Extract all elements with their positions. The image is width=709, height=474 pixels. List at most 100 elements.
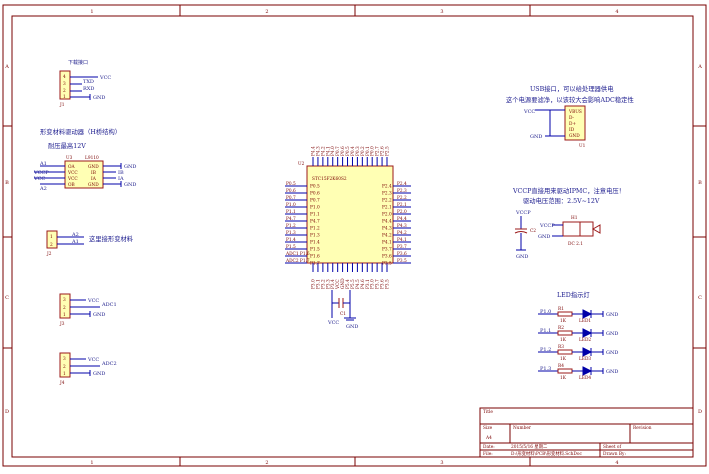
- u2-right-pin: P2.2: [382, 199, 392, 204]
- row-label-b-right: B: [698, 180, 702, 186]
- col-label-4-bottom: 4: [615, 460, 618, 466]
- u2-top-net: P2.5: [386, 146, 391, 156]
- u2-bottom-net: P3.5: [386, 279, 391, 289]
- svg-text:J4: J4: [59, 381, 65, 386]
- svg-text:下载接口: 下载接口: [68, 59, 88, 66]
- led-resistor-value: 1K: [560, 319, 567, 324]
- date-value: 2015/5/16 星期二: [511, 444, 548, 450]
- row-label-a-right: A: [697, 64, 702, 70]
- svg-text:4: 4: [63, 75, 66, 80]
- u2-bottom-net: P3.4: [331, 279, 336, 289]
- svg-text:1: 1: [63, 95, 66, 100]
- svg-text:VCC: VCC: [327, 320, 339, 326]
- col-label-2-bottom: 2: [265, 460, 268, 466]
- svg-text:3: 3: [63, 357, 66, 362]
- row-label-a: A: [4, 64, 9, 70]
- u2-right-pin: P4.3: [382, 227, 392, 232]
- col-label-4: 4: [615, 9, 618, 15]
- u2-right-pin: P4.2: [382, 234, 392, 239]
- led-ref: LED2: [579, 338, 591, 343]
- u2-left-pin: P0.7: [310, 199, 320, 204]
- led-resistor-value: 1K: [560, 376, 567, 381]
- u2-top-net: P4.1: [326, 146, 331, 156]
- svg-text:GND: GND: [93, 312, 105, 318]
- file-value: D:\形变材料\PCB\形变材料.SchDoc: [511, 450, 582, 457]
- svg-text:D-: D-: [569, 116, 575, 121]
- u2-top-net: P4.0: [331, 146, 336, 156]
- u2-left-pin: P1.1: [310, 213, 320, 218]
- svg-text:IA: IA: [118, 176, 124, 182]
- col-label-1: 1: [90, 9, 93, 15]
- u2-right-net: P2.4: [397, 182, 407, 187]
- u2-top-net: P4.4: [312, 146, 317, 156]
- svg-text:GND: GND: [93, 371, 105, 377]
- u2-top-net: P0.4: [351, 146, 356, 156]
- row-label-d-right: D: [698, 409, 702, 415]
- svg-text:这里接形变材料: 这里接形变材料: [89, 234, 134, 243]
- led-resistor-ref: R3: [558, 345, 564, 350]
- svg-text:RXD: RXD: [83, 86, 94, 92]
- led-resistor: [557, 349, 573, 355]
- u2-bottom-net: P4.6: [361, 279, 366, 289]
- size-value: A4: [485, 436, 492, 441]
- svg-text:GND: GND: [346, 324, 358, 330]
- u2-right-pin: P3.7: [382, 248, 392, 253]
- svg-text:VCCP直接用来驱动IPMC，注意电压！: VCCP直接用来驱动IPMC，注意电压！: [512, 186, 625, 195]
- svg-text:VCC: VCC: [99, 75, 111, 81]
- u2-top-net: P4.3: [316, 146, 321, 156]
- svg-text:驱动电压范围：2.5V~12V: 驱动电压范围：2.5V~12V: [523, 196, 600, 205]
- svg-text:U2: U2: [298, 162, 305, 167]
- led-gnd-label: GND: [606, 350, 618, 356]
- svg-text:A2: A2: [71, 232, 79, 238]
- svg-text:VCC: VCC: [67, 177, 78, 182]
- svg-text:A2: A2: [39, 186, 47, 192]
- led-resistor-value: 1K: [560, 357, 567, 362]
- led-resistor-ref: R2: [558, 326, 564, 331]
- u2-top-net: P2.6: [381, 146, 386, 156]
- led-ref: LED1: [579, 319, 591, 324]
- u2-right-pin: P3.6: [382, 255, 392, 260]
- led-resistor: [557, 311, 573, 317]
- u2-bottom-net: P3.6: [381, 279, 386, 289]
- svg-text:LED指示灯: LED指示灯: [557, 290, 590, 299]
- svg-text:2: 2: [50, 243, 53, 248]
- svg-text:VCCP: VCCP: [515, 210, 531, 216]
- u2-bottom-net: P3.0: [371, 279, 376, 289]
- title-label: Title: [483, 410, 493, 415]
- u2-top-net: P2.7: [376, 146, 381, 156]
- u2-right-net: P2.1: [397, 203, 407, 208]
- led-diode-icon: [582, 328, 593, 338]
- u2-left-net: P0.5: [286, 182, 296, 187]
- u2-left-net: ADC1 P1.6: [285, 252, 310, 257]
- svg-text:GND: GND: [93, 95, 105, 101]
- svg-text:IA: IA: [91, 177, 97, 182]
- svg-text:VCC: VCC: [87, 357, 99, 363]
- svg-text:GND: GND: [124, 164, 136, 170]
- u3-driver: 形变材料驱动器（H桥结构） 耐压最高12V U3 L9110 OA VCC VC…: [33, 127, 136, 192]
- led-resistor: [557, 368, 573, 374]
- svg-text:VBUS: VBUS: [568, 110, 582, 115]
- led-net-label: P1.0: [540, 309, 551, 315]
- row-label-c-right: C: [698, 295, 702, 301]
- j1-header: 下载接口 4 3 2 1 VCC TXD RXD GND J1: [59, 59, 111, 108]
- svg-text:H1: H1: [571, 216, 578, 221]
- u2-left-net: P1.0: [286, 203, 296, 208]
- led-gnd-label: GND: [606, 369, 618, 375]
- u2-left-pin: P1.0: [310, 206, 320, 211]
- u1-usb: USB接口，可以给处理器供电 这个电源要滤净，以该较大会影响ADC稳定性 VBU…: [506, 84, 634, 149]
- svg-text:1: 1: [50, 235, 53, 240]
- u2-left-net: P1.2: [286, 224, 296, 229]
- svg-text:STC15F2K60S2: STC15F2K60S2: [312, 177, 347, 182]
- u2-bottom-net: P4.5: [356, 279, 361, 289]
- revision-label: Revision: [633, 426, 652, 431]
- u2-left-net: P1.3: [286, 231, 296, 236]
- u2-left-net: P0.6: [286, 189, 296, 194]
- led-resistor-ref: R1: [558, 307, 564, 312]
- svg-text:VCCP: VCCP: [33, 170, 49, 176]
- svg-text:2: 2: [63, 365, 66, 370]
- c1-capacitor: C1 VCC GND: [327, 290, 358, 330]
- svg-text:1: 1: [63, 372, 66, 377]
- u2-right-pin: P2.0: [382, 213, 392, 218]
